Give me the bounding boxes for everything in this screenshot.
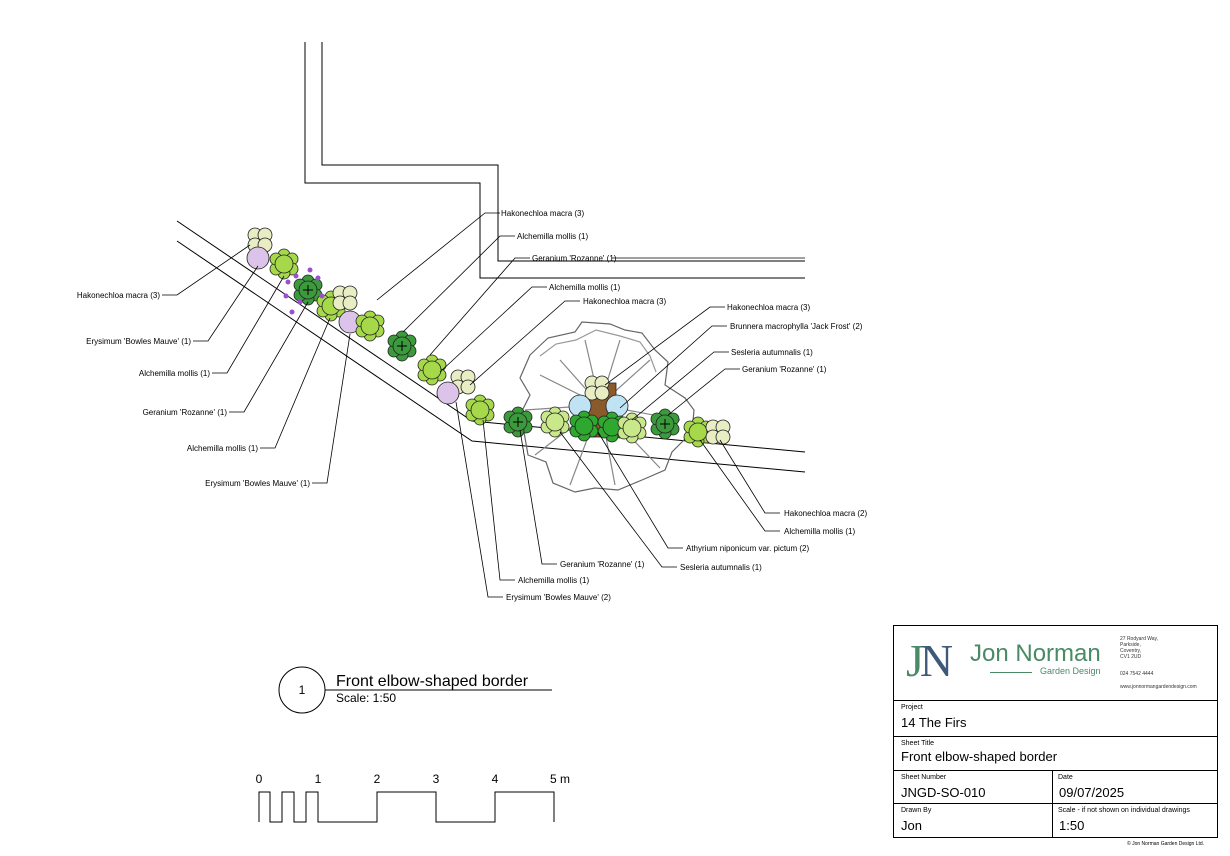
sheet-title-row: Sheet Title Front elbow-shaped border: [894, 737, 1217, 771]
plant-centres: [303, 285, 670, 429]
company-subtitle: Garden Design: [1040, 666, 1101, 676]
company-address: 27 Rodyard Way, Parkside, Coventry, CV1 …: [1120, 636, 1159, 660]
geranium-flowers: [283, 267, 325, 315]
scale-value: 1:50: [1059, 818, 1085, 833]
view-scale: Scale: 1:50: [336, 691, 396, 705]
plant-label: Hakonechloa macra (3): [501, 209, 584, 218]
plant-label: Geranium 'Rozanne' (1): [560, 560, 645, 569]
drawn-by-value: Jon: [901, 818, 922, 833]
scale-label: 2: [374, 772, 381, 786]
date-value: 09/07/2025: [1059, 785, 1125, 800]
date-caption: Date: [1058, 774, 1073, 781]
sheet-title-value: Front elbow-shaped border: [901, 749, 1058, 764]
plant-label: Athyrium niponicum var. pictum (2): [686, 544, 809, 553]
scale-caption: Scale - if not shown on individual drawi…: [1058, 807, 1190, 814]
company-name: Jon Norman: [970, 640, 1101, 667]
plant-label: Geranium 'Rozanne' (1): [742, 365, 827, 374]
plant-label: Alchemilla mollis (1): [517, 232, 588, 241]
sheet-number-caption: Sheet Number: [901, 774, 947, 781]
drawn-by-row: Drawn By Jon Scale - if not shown on ind…: [894, 804, 1217, 837]
scale-label: 4: [492, 772, 499, 786]
cell-divider: [1052, 804, 1053, 837]
plant-label: Brunnera macrophylla 'Jack Frost' (2): [730, 322, 863, 331]
project-caption: Project: [901, 704, 923, 711]
title-block: JN Jon Norman Garden Design 27 Rodyard W…: [893, 625, 1218, 838]
scale-label: 1: [315, 772, 322, 786]
plant-labels: Hakonechloa macra (3) Alchemilla mollis …: [77, 209, 868, 602]
plant-label: Hakonechloa macra (3): [583, 297, 666, 306]
plant-label: Hakonechloa macra (3): [727, 303, 810, 312]
project-row: Project 14 The Firs: [894, 701, 1217, 737]
company-logo: JN Jon Norman Garden Design 27 Rodyard W…: [894, 626, 1217, 701]
plant-label: Alchemilla mollis (1): [784, 527, 855, 536]
plant-symbols: [246, 227, 731, 448]
copyright: © Jon Norman Garden Design Ltd.: [1127, 841, 1205, 847]
plant-label: Erysimum 'Bowles Mauve' (1): [86, 337, 191, 346]
view-title-text: Front elbow-shaped border: [336, 673, 529, 690]
plant-label: Hakonechloa macra (3): [77, 291, 160, 300]
plant-label: Geranium 'Rozanne' (1): [532, 254, 617, 263]
plant-label: Erysimum 'Bowles Mauve' (1): [205, 479, 310, 488]
plant-label: Alchemilla mollis (1): [518, 576, 589, 585]
sheet-title-caption: Sheet Title: [901, 740, 935, 747]
logo-divider: [990, 672, 1032, 673]
plant-label: Sesleria autumnalis (1): [680, 563, 762, 572]
logo-mark: JN: [906, 635, 953, 686]
sheet-number-value: JNGD-SO-010: [901, 785, 986, 800]
plant-label: Alchemilla mollis (1): [187, 444, 258, 453]
scale-label: 0: [256, 772, 263, 786]
plant-label: Erysimum 'Bowles Mauve' (2): [506, 593, 611, 602]
scale-label: 3: [433, 772, 440, 786]
plant-label: Sesleria autumnalis (1): [731, 348, 813, 357]
cell-divider: [1052, 771, 1053, 803]
view-number: 1: [299, 683, 306, 697]
plant-label: Alchemilla mollis (1): [139, 369, 210, 378]
leader-lines: [162, 212, 805, 598]
plant-label: Geranium 'Rozanne' (1): [143, 408, 228, 417]
project-value: 14 The Firs: [901, 715, 967, 730]
drawn-by-caption: Drawn By: [901, 807, 932, 814]
scale-label: 5 m: [550, 772, 570, 786]
plant-label: Alchemilla mollis (1): [549, 283, 620, 292]
company-website: www.jonnormangardendesign.com: [1120, 684, 1197, 690]
view-title: 1 Front elbow-shaped border Scale: 1:50: [278, 666, 552, 714]
plant-label: Hakonechloa macra (2): [784, 509, 867, 518]
sheet-number-row: Sheet Number JNGD-SO-010 Date 09/07/2025: [894, 771, 1217, 804]
scale-bar: 0 1 2 3 4 5 m: [256, 772, 570, 823]
company-phone: 024 7542 4444: [1120, 671, 1154, 677]
